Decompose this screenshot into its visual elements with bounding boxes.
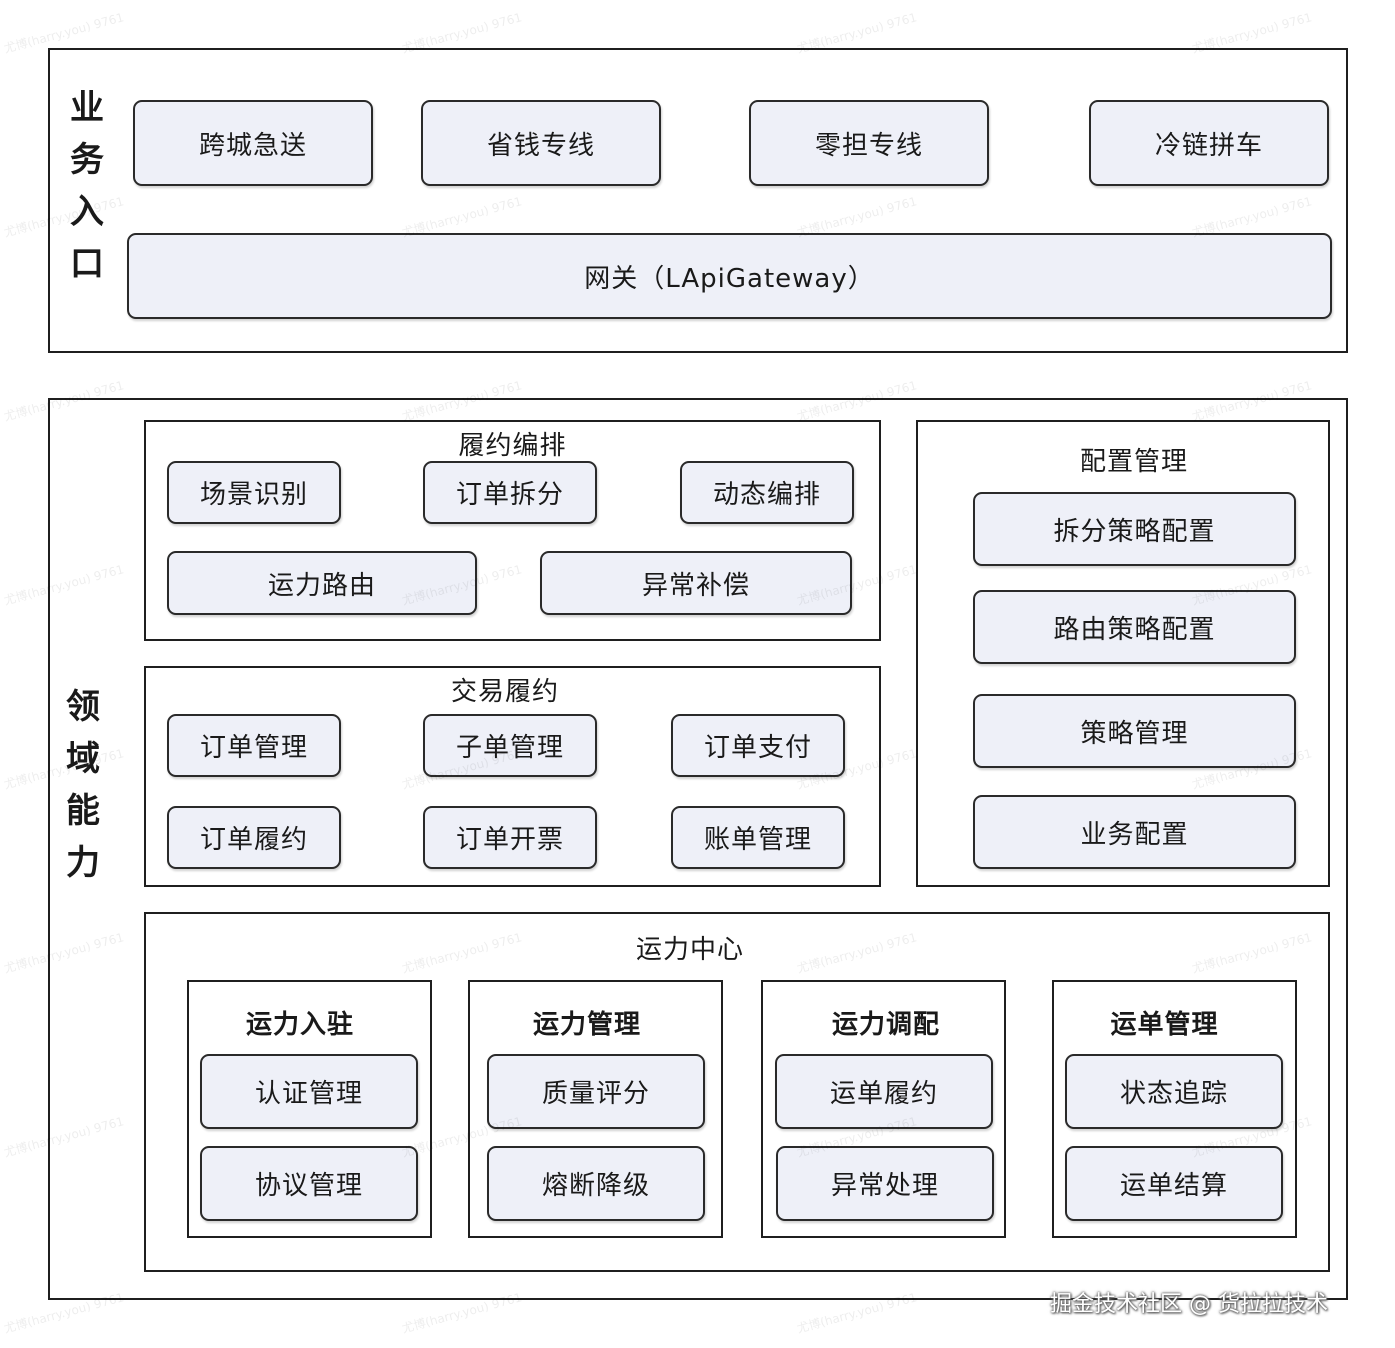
strategy-management: 策略管理 — [973, 694, 1296, 768]
business-entry-title: 业 务 入 口 — [67, 82, 107, 290]
waybill-fulfillment: 运单履约 — [775, 1054, 993, 1129]
order-fulfillment: 订单履约 — [167, 806, 341, 869]
scene-recognition: 场景识别 — [167, 461, 341, 524]
source-credit: 掘金技术社区 @ 货拉拉技术 — [1050, 1292, 1328, 1317]
agreement-management: 协议管理 — [200, 1146, 418, 1221]
product-cross-city-express: 跨城急送 — [133, 100, 373, 186]
capacity-management-title: 运力管理 — [532, 1010, 641, 1040]
domain-capability-title-char: 领 — [66, 687, 100, 727]
domain-capability-title: 领 域 能 力 — [63, 681, 103, 889]
order-split: 订单拆分 — [423, 461, 597, 524]
product-ltl-line: 零担专线 — [749, 100, 989, 186]
bill-management: 账单管理 — [671, 806, 845, 869]
route-strategy-config: 路由策略配置 — [973, 590, 1296, 664]
waybill-management-title: 运单管理 — [1110, 1010, 1219, 1040]
product-economy-line: 省钱专线 — [421, 100, 661, 186]
certification-management: 认证管理 — [200, 1054, 418, 1129]
split-strategy-config: 拆分策略配置 — [973, 492, 1296, 566]
capacity-routing: 运力路由 — [167, 551, 477, 615]
capacity-center-title: 运力中心 — [635, 935, 744, 965]
waybill-settlement: 运单结算 — [1065, 1146, 1283, 1221]
capacity-dispatch-title: 运力调配 — [831, 1010, 940, 1040]
exception-compensation: 异常补偿 — [540, 551, 852, 615]
business-config: 业务配置 — [973, 795, 1296, 869]
capacity-onboarding-group — [187, 980, 432, 1238]
domain-capability-title-char: 能 — [66, 791, 100, 831]
business-entry-title-char: 口 — [70, 244, 104, 284]
config-management-title: 配置管理 — [1079, 447, 1188, 477]
capacity-dispatch-group — [761, 980, 1006, 1238]
capacity-management-group — [468, 980, 723, 1238]
status-tracking: 状态追踪 — [1065, 1054, 1283, 1129]
domain-capability-title-char: 力 — [66, 843, 100, 883]
dynamic-orchestration: 动态编排 — [680, 461, 854, 524]
circuit-breaker-degrade: 熔断降级 — [487, 1146, 705, 1221]
quality-score: 质量评分 — [487, 1054, 705, 1129]
business-entry-title-char: 业 — [70, 88, 104, 128]
business-entry-title-char: 务 — [70, 140, 104, 180]
order-invoicing: 订单开票 — [423, 806, 597, 869]
orchestration-title: 履约编排 — [458, 431, 567, 461]
product-cold-chain-pool: 冷链拼车 — [1089, 100, 1329, 186]
orchestration-group — [144, 420, 881, 641]
domain-capability-section — [48, 398, 1348, 1300]
config-management-group — [916, 420, 1330, 887]
trade-fulfillment-group — [144, 666, 881, 887]
business-entry-title-char: 入 — [70, 192, 104, 232]
order-management: 订单管理 — [167, 714, 341, 777]
sub-order-management: 子单管理 — [423, 714, 597, 777]
domain-capability-title-char: 域 — [66, 739, 100, 779]
capacity-onboarding-title: 运力入驻 — [245, 1010, 354, 1040]
trade-fulfillment-title: 交易履约 — [450, 677, 559, 707]
business-entry-section — [48, 48, 1348, 353]
gateway: 网关（LApiGateway） — [127, 233, 1332, 319]
waybill-management-group — [1052, 980, 1297, 1238]
order-payment: 订单支付 — [671, 714, 845, 777]
capacity-center-group — [144, 912, 1330, 1272]
exception-handling: 异常处理 — [776, 1146, 994, 1221]
